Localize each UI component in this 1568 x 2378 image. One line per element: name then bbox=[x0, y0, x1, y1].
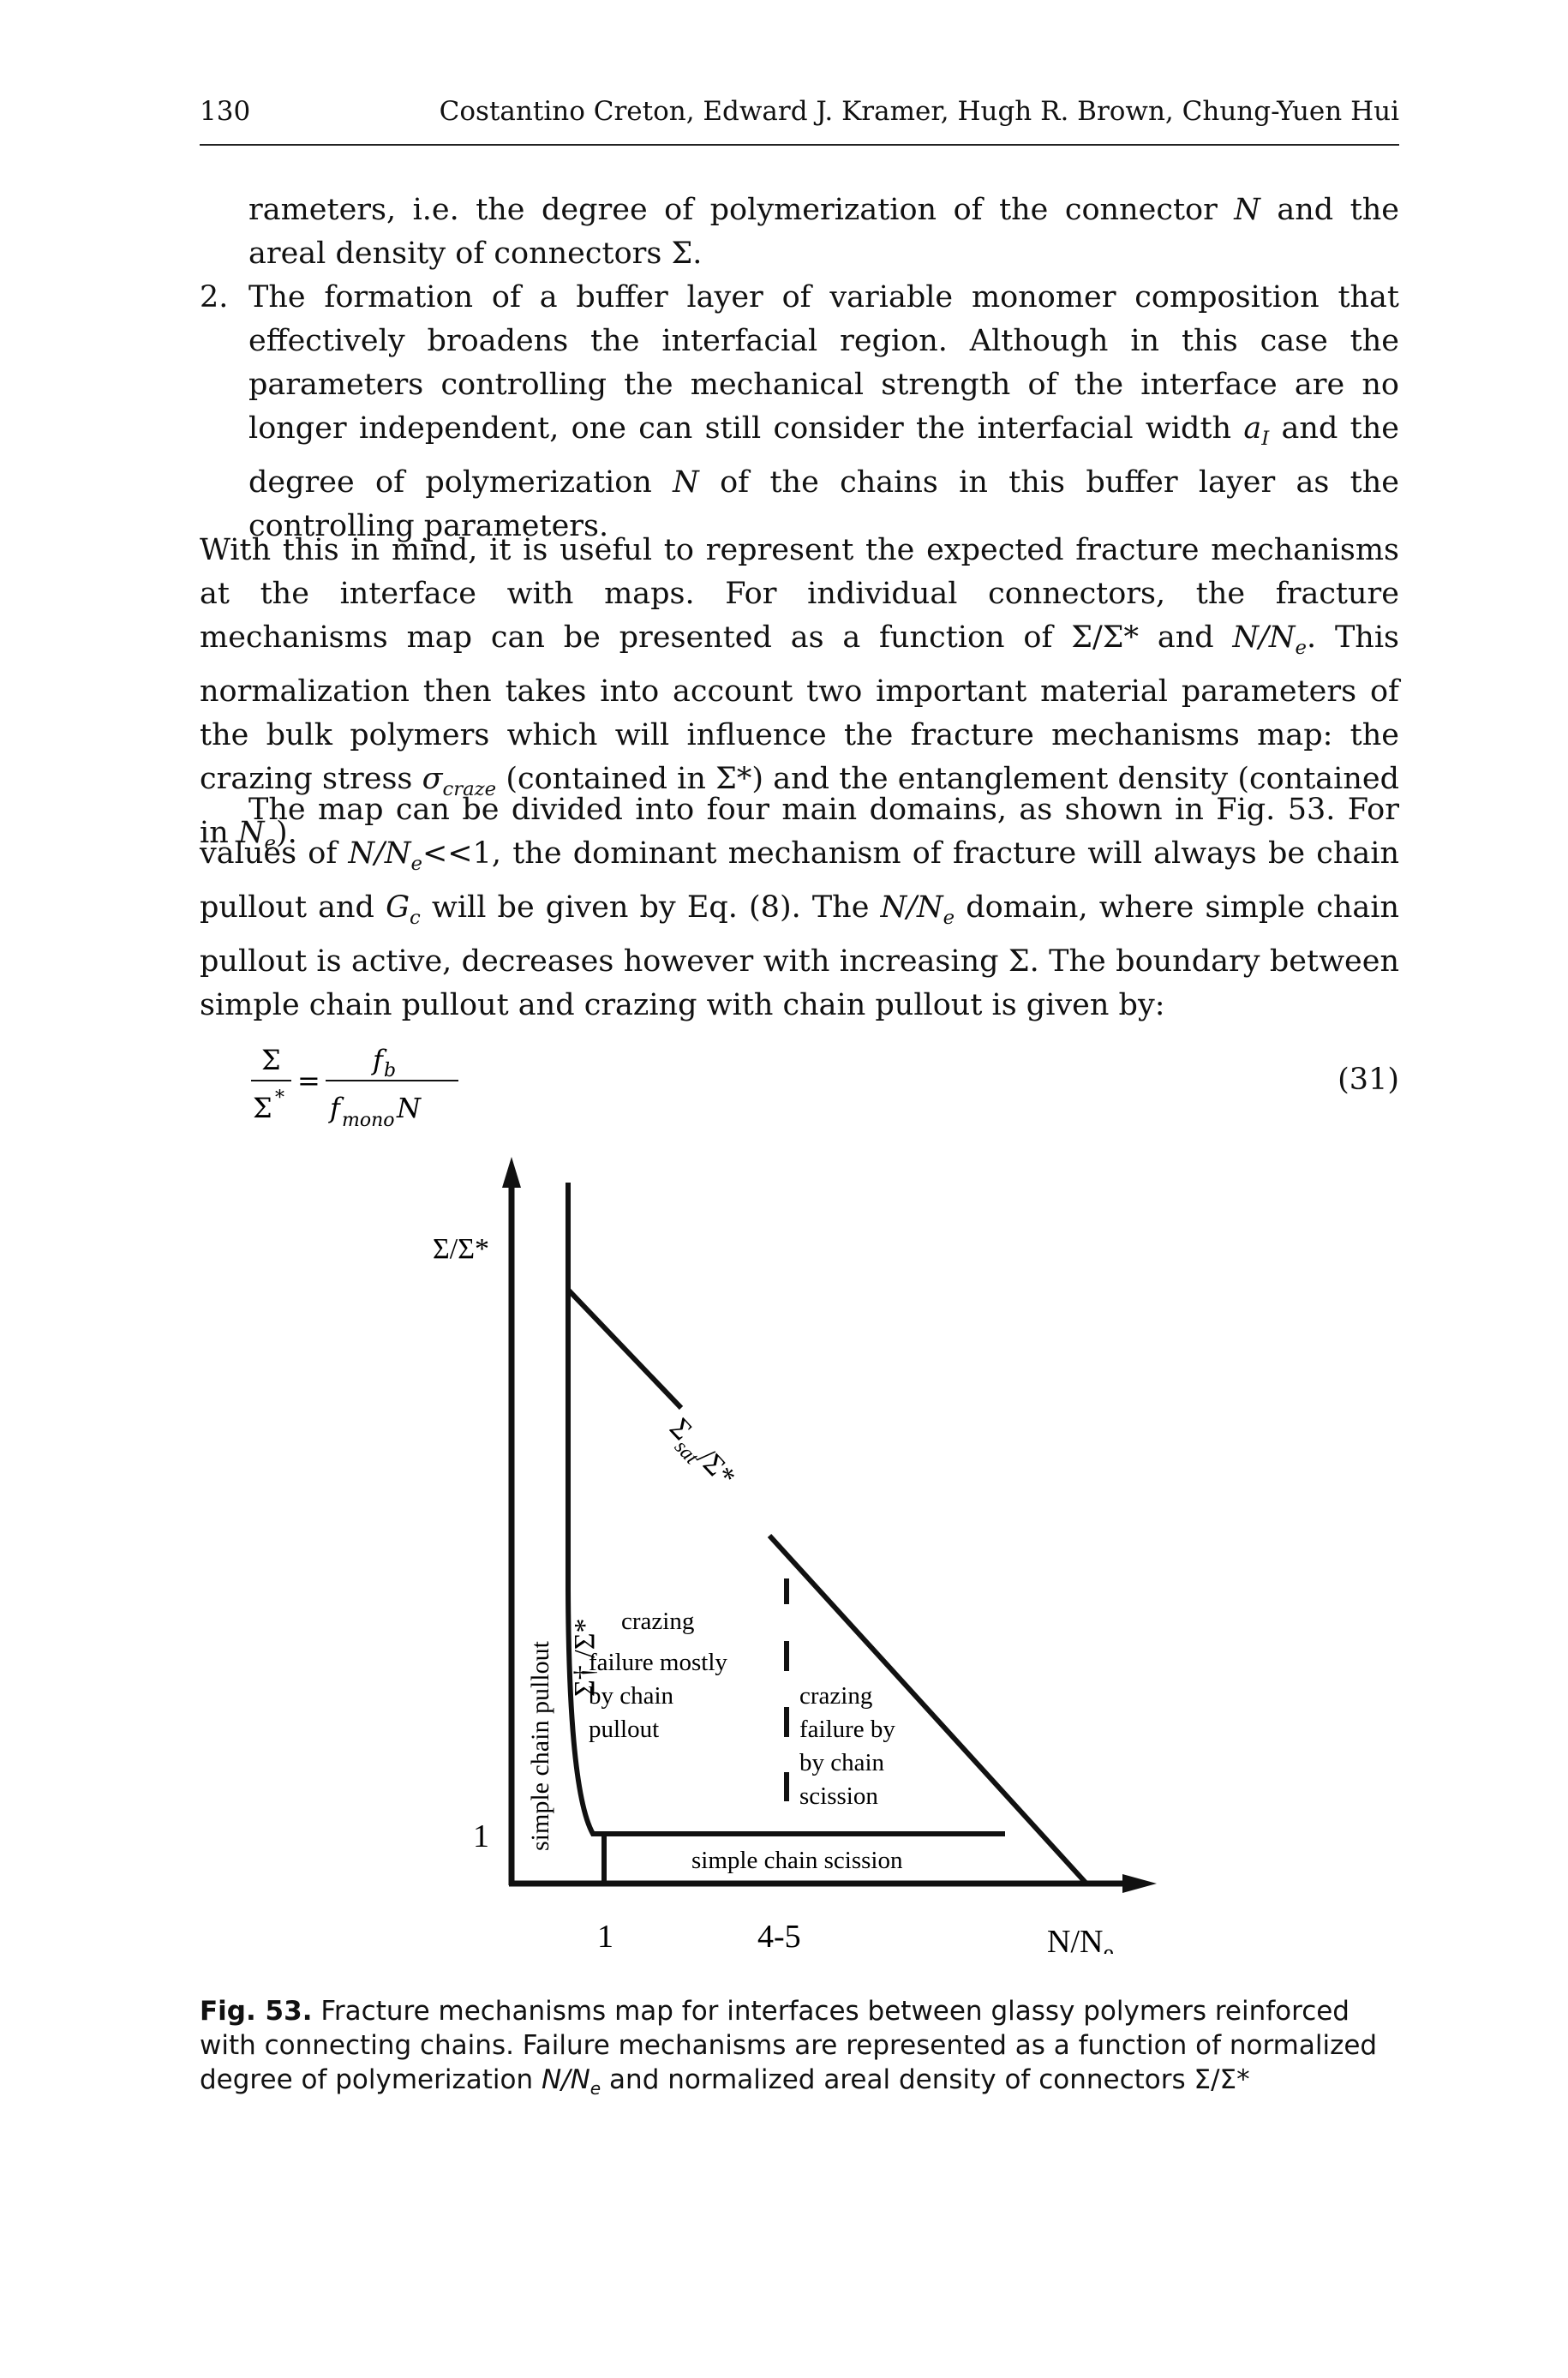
sigma-dagger-label: Σ† /Σ* bbox=[569, 1618, 601, 1697]
x-axis-arrow bbox=[1122, 1874, 1157, 1893]
y-axis-arrow bbox=[502, 1157, 521, 1188]
equation-svg: Σ Σ * = f b f mono N bbox=[251, 1044, 458, 1131]
eq-lhs-denominator: Σ bbox=[253, 1092, 272, 1124]
simple-chain-pullout-label: simple chain pullout bbox=[526, 1640, 554, 1851]
paragraph-maps: With this in mind, it is useful to repre… bbox=[200, 533, 1399, 854]
eq-lhs-denominator-sup: * bbox=[275, 1087, 284, 1109]
eq-equals: = bbox=[297, 1064, 320, 1097]
list-item-2: 2. The formation of a buffer layer of va… bbox=[200, 276, 1399, 548]
numbered-list: rameters, i.e. the degree of polymerizat… bbox=[200, 189, 1399, 548]
y-axis-label: Σ/Σ* bbox=[433, 1233, 489, 1265]
eq-rhs-denominator-sub: mono bbox=[342, 1110, 395, 1131]
pullout-boundary bbox=[566, 1183, 600, 1836]
fracture-map-svg: Σ/Σ* 1 1 4-5 N/Ne simple chain pullout Σ… bbox=[433, 1157, 1157, 1954]
sigma-sat-line-lower bbox=[767, 1533, 1089, 1886]
equation-number: (31) bbox=[1338, 1063, 1399, 1097]
list-number: 2. bbox=[200, 280, 229, 314]
eq-rhs-denominator-tail: N bbox=[396, 1092, 422, 1124]
running-header: 130 Costantino Creton, Edward J. Kramer,… bbox=[200, 93, 1399, 146]
equation-31: Σ Σ * = f b f mono N bbox=[244, 1033, 467, 1149]
running-authors: Costantino Creton, Edward J. Kramer, Hug… bbox=[439, 96, 1399, 127]
x-axis-label: N/Ne bbox=[1047, 1924, 1114, 1954]
figure-53: Σ/Σ* 1 1 4-5 N/Ne simple chain pullout Σ… bbox=[377, 1157, 1165, 1954]
region-crazing-pullout: crazing failure mostly by chain pullout bbox=[589, 1608, 733, 1743]
eq-rhs-numerator-sub: b bbox=[384, 1060, 396, 1081]
x-tick-4-5: 4-5 bbox=[757, 1919, 801, 1954]
region-simple-scission: simple chain scission bbox=[691, 1847, 903, 1874]
x-tick-1: 1 bbox=[597, 1919, 613, 1954]
eq-lhs-numerator: Σ bbox=[261, 1044, 281, 1076]
sigma-sat-line-upper bbox=[566, 1287, 684, 1411]
paragraph-domains: The map can be divided into four main do… bbox=[200, 793, 1400, 1022]
y-tick-1: 1 bbox=[473, 1818, 489, 1854]
region-crazing-scission: crazing failure by by chain scission bbox=[799, 1682, 901, 1810]
sigma-sat-label: Σsat/Σ* bbox=[658, 1412, 741, 1497]
page-number: 130 bbox=[200, 96, 251, 127]
figure-caption: Fig. 53. Fracture mechanisms map for int… bbox=[200, 1996, 1378, 2099]
list-item-1-continuation: rameters, i.e. the degree of polymerizat… bbox=[248, 193, 1400, 271]
figure-label: Fig. 53. bbox=[200, 1996, 313, 2027]
